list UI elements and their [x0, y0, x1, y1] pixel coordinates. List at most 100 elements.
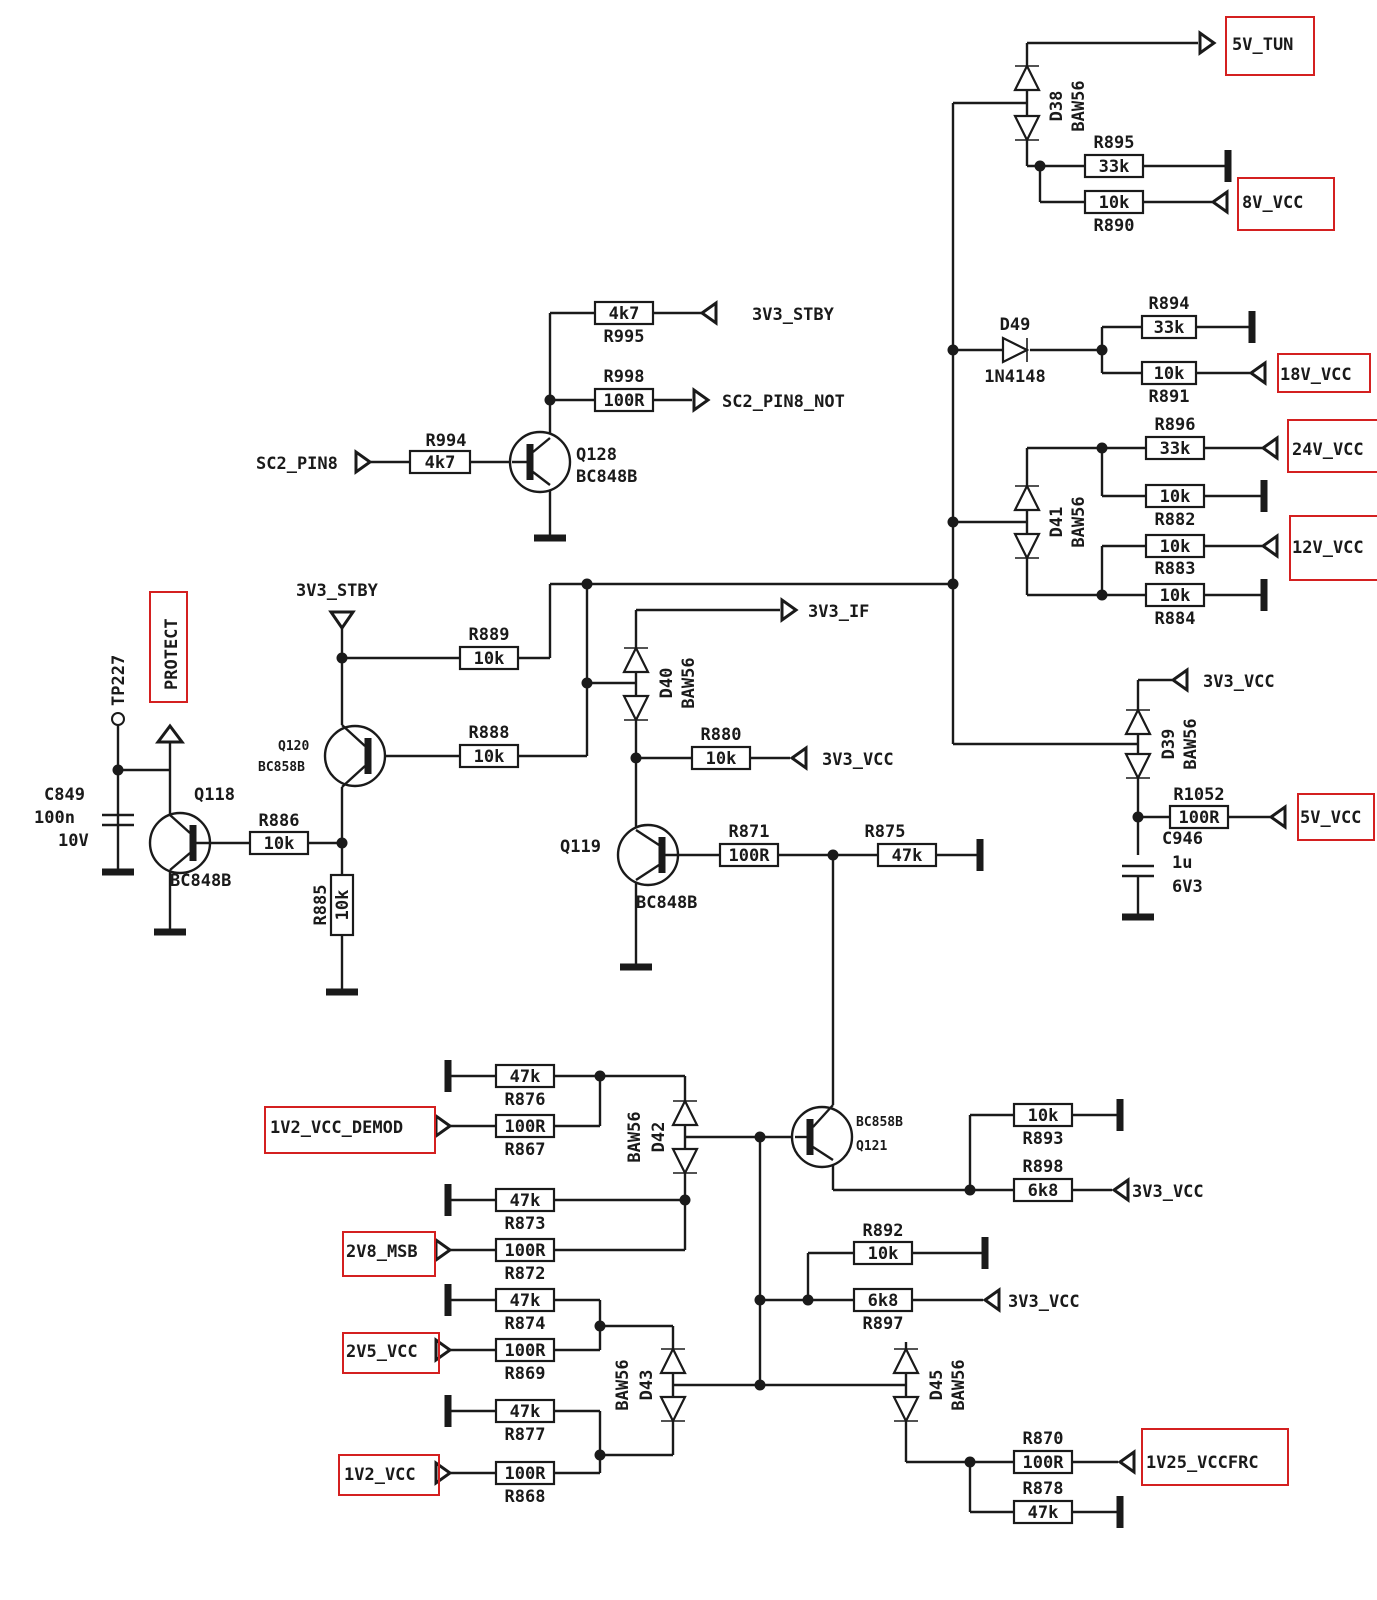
svg-text:D49: D49 — [1000, 315, 1031, 335]
svg-text:10k: 10k — [1099, 193, 1130, 213]
svg-text:R890: R890 — [1094, 216, 1135, 236]
svg-text:3V3_IF: 3V3_IF — [808, 602, 869, 622]
svg-text:BAW56: BAW56 — [1181, 718, 1201, 769]
resistor-r870: 100R R870 — [1012, 1429, 1074, 1475]
svg-text:5V_VCC: 5V_VCC — [1300, 808, 1361, 828]
capacitor-c946: C946 1u 6V3 — [1122, 829, 1203, 897]
svg-text:R877: R877 — [505, 1425, 546, 1445]
svg-text:10k: 10k — [1154, 364, 1185, 384]
svg-text:R1052: R1052 — [1173, 785, 1224, 805]
svg-text:100n: 100n — [34, 808, 75, 828]
svg-text:100R: 100R — [505, 1341, 547, 1361]
svg-text:3V3_STBY: 3V3_STBY — [752, 305, 835, 325]
svg-text:BAW56: BAW56 — [625, 1111, 645, 1162]
protect-port: PROTECT — [149, 591, 188, 744]
svg-text:3V3_VCC: 3V3_VCC — [1203, 672, 1275, 692]
svg-text:47k: 47k — [510, 1191, 541, 1211]
svg-text:4k7: 4k7 — [609, 304, 640, 324]
svg-text:BAW56: BAW56 — [679, 657, 699, 708]
svg-text:R882: R882 — [1155, 510, 1196, 530]
svg-text:R897: R897 — [863, 1314, 904, 1334]
svg-text:10k: 10k — [474, 649, 505, 669]
svg-text:Q128: Q128 — [576, 445, 617, 465]
capacitors: C849 100n 10V C946 1u 6V3 — [34, 785, 1203, 897]
svg-text:R880: R880 — [701, 725, 742, 745]
svg-text:R891: R891 — [1149, 387, 1190, 407]
svg-text:10k: 10k — [868, 1244, 899, 1264]
svg-text:5V_TUN: 5V_TUN — [1232, 35, 1293, 55]
svg-text:6k8: 6k8 — [868, 1291, 899, 1311]
junctions — [112, 160, 1144, 1468]
svg-text:R888: R888 — [469, 723, 510, 743]
svg-text:10k: 10k — [1160, 537, 1191, 557]
svg-text:33k: 33k — [1154, 318, 1185, 338]
svg-text:100R: 100R — [505, 1464, 547, 1484]
svg-text:BAW56: BAW56 — [613, 1359, 633, 1410]
svg-text:R872: R872 — [505, 1264, 546, 1284]
net-5v-vcc: 5V_VCC — [1268, 793, 1375, 841]
svg-text:D38: D38 — [1047, 91, 1067, 122]
capacitor-c849: C849 100n 10V — [34, 785, 134, 851]
svg-text:1N4148: 1N4148 — [984, 367, 1045, 387]
net-8v-vcc: 8V_VCC — [1210, 177, 1335, 231]
svg-text:1V25_VCCFRC: 1V25_VCCFRC — [1146, 1453, 1259, 1473]
resistor-r889: 10k R889 — [458, 625, 520, 671]
svg-text:TP227: TP227 — [109, 655, 129, 706]
svg-text:R870: R870 — [1023, 1429, 1064, 1449]
svg-text:4k7: 4k7 — [425, 453, 456, 473]
svg-text:R878: R878 — [1023, 1479, 1064, 1499]
svg-text:R895: R895 — [1094, 133, 1135, 153]
svg-text:BC858B: BC858B — [258, 760, 305, 775]
svg-text:D41: D41 — [1047, 507, 1067, 538]
svg-text:D39: D39 — [1159, 729, 1179, 760]
svg-text:BC848B: BC848B — [170, 871, 231, 891]
svg-text:D45: D45 — [927, 1370, 947, 1401]
net-2v8-msb: 2V8_MSB — [342, 1231, 453, 1277]
svg-text:R868: R868 — [505, 1487, 546, 1507]
diode-d38: D38 BAW56 — [1013, 63, 1089, 143]
svg-text:33k: 33k — [1160, 439, 1191, 459]
svg-text:10k: 10k — [474, 747, 505, 767]
svg-text:R994: R994 — [426, 431, 467, 451]
svg-text:8V_VCC: 8V_VCC — [1242, 193, 1303, 213]
net-12v-vcc: 12V_VCC — [1260, 515, 1377, 581]
net-3v3-stby-port-q120: 3V3_STBY — [296, 581, 379, 631]
svg-text:10k: 10k — [1160, 586, 1191, 606]
svg-text:R889: R889 — [469, 625, 510, 645]
svg-text:C849: C849 — [44, 785, 85, 805]
svg-text:100R: 100R — [604, 391, 646, 411]
svg-text:24V_VCC: 24V_VCC — [1292, 440, 1364, 460]
ground-symbols — [102, 150, 1268, 1528]
svg-text:BC858B: BC858B — [856, 1115, 903, 1130]
net-sc2-pin8-not: SC2_PIN8_NOT — [692, 387, 845, 413]
svg-text:D43: D43 — [637, 1370, 657, 1401]
svg-text:100R: 100R — [1023, 1453, 1065, 1473]
svg-text:2V8_MSB: 2V8_MSB — [346, 1242, 418, 1262]
transistors: Q128 BC848B Q120 BC858B Q118 BC848B — [148, 430, 903, 1169]
net-3v3-if: 3V3_IF — [780, 597, 869, 623]
diode-d49: D49 1N4148 — [984, 315, 1045, 387]
svg-text:Q118: Q118 — [194, 785, 235, 805]
transistor-q119: Q119 BC848B — [560, 823, 697, 913]
svg-text:R995: R995 — [604, 327, 645, 347]
test-point-tp227: TP227 — [109, 655, 129, 726]
net-24v-vcc: 24V_VCC — [1260, 419, 1377, 473]
svg-text:R898: R898 — [1023, 1157, 1064, 1177]
svg-text:3V3_VCC: 3V3_VCC — [1132, 1182, 1204, 1202]
net-3v3-vcc-r880: 3V3_VCC — [789, 745, 894, 771]
